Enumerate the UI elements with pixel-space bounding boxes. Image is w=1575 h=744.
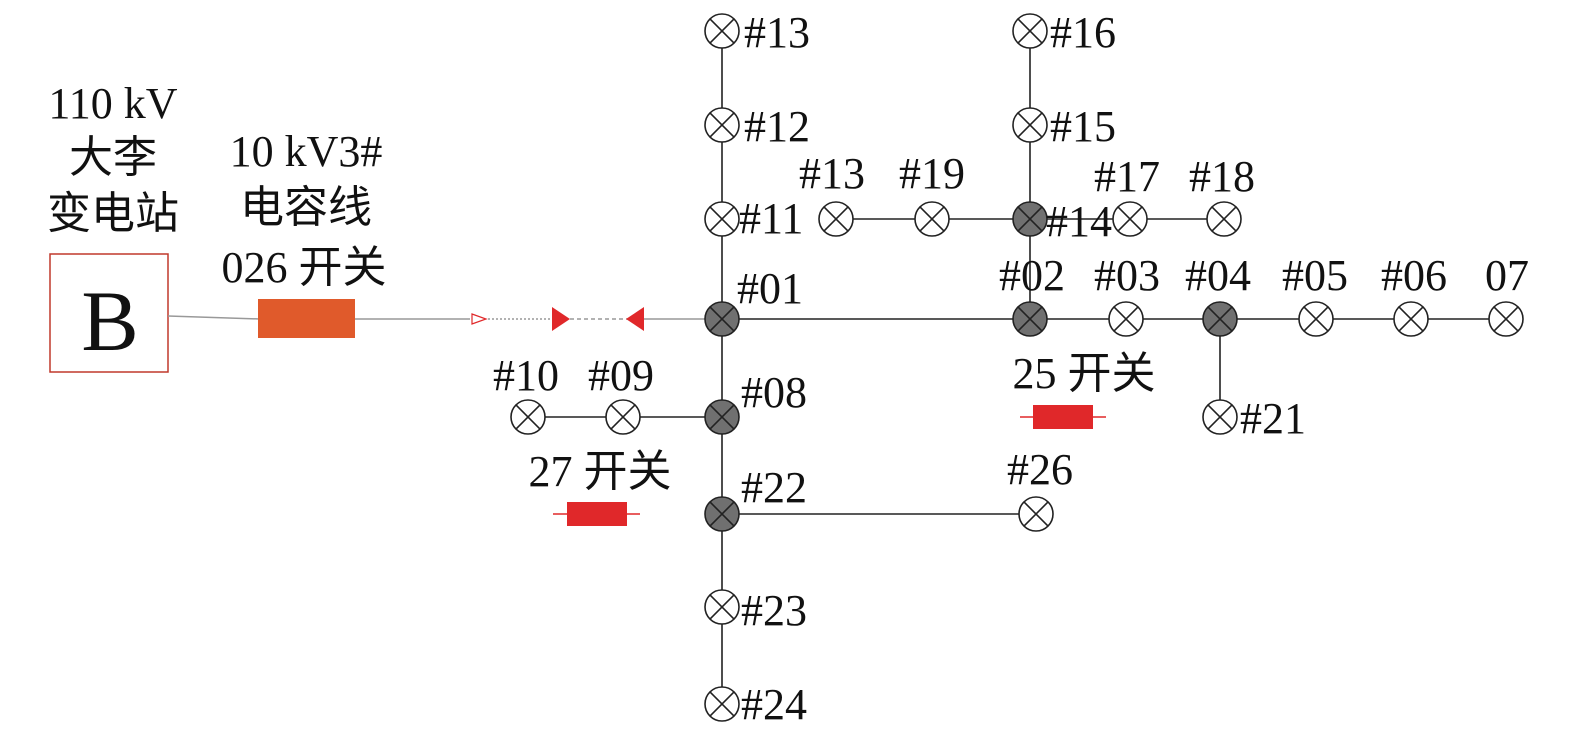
substation-label-line3: 变电站 <box>47 189 179 238</box>
node-cross-icon <box>709 594 735 620</box>
node-cross-icon <box>515 404 541 430</box>
feeder-arrow-left-icon <box>626 307 644 331</box>
node-n22[interactable]: #22 <box>704 463 807 532</box>
node-cross-icon <box>823 206 849 232</box>
node-n09[interactable]: #09 <box>588 351 654 435</box>
node-label: #08 <box>741 368 807 417</box>
node-label: #16 <box>1050 8 1116 57</box>
node-cross-icon <box>709 112 735 138</box>
node-n18[interactable]: #18 <box>1189 152 1255 237</box>
node-n17[interactable]: #17 <box>1094 152 1160 237</box>
substation-letter: B <box>81 273 138 369</box>
breaker-026[interactable] <box>258 299 355 338</box>
node-n23[interactable]: #23 <box>704 586 807 635</box>
node-label: #13 <box>799 149 865 198</box>
node-n03[interactable]: #03 <box>1094 251 1160 337</box>
node-label: #23 <box>741 586 807 635</box>
node-n24[interactable]: #24 <box>704 680 807 729</box>
feeder-arrow-open-icon <box>471 313 488 325</box>
node-n07[interactable]: 07 <box>1485 251 1529 337</box>
node-n14[interactable]: #14 <box>1012 197 1112 246</box>
node-cross-icon <box>1117 206 1143 232</box>
substation-symbol[interactable]: B <box>49 253 169 373</box>
node-label: #24 <box>741 680 807 729</box>
node-cross-icon <box>709 306 735 332</box>
node-cross-icon <box>1017 206 1043 232</box>
node-n26[interactable]: #26 <box>1007 445 1073 532</box>
switch-25[interactable] <box>1020 405 1106 429</box>
node-n10[interactable]: #10 <box>493 351 559 435</box>
network-nodes: #13#12#11#01#08#22#23#24#10#09#26#16#15#… <box>493 8 1529 729</box>
node-label: #03 <box>1094 251 1160 300</box>
feeder-label-line2: 电容线 <box>240 183 372 232</box>
node-label: #06 <box>1381 251 1447 300</box>
node-n05[interactable]: #05 <box>1282 251 1348 337</box>
node-cross-icon <box>709 18 735 44</box>
switch-25-body <box>1033 405 1093 429</box>
switch-27-label: 27 开关 <box>529 447 672 496</box>
substation-box <box>49 253 169 373</box>
node-cross-icon <box>1017 112 1043 138</box>
node-cross-icon <box>709 206 735 232</box>
node-label: #05 <box>1282 251 1348 300</box>
node-n13b[interactable]: #13 <box>799 149 865 237</box>
node-n06[interactable]: #06 <box>1381 251 1447 337</box>
node-label: #22 <box>741 463 807 512</box>
node-cross-icon <box>1017 306 1043 332</box>
node-cross-icon <box>610 404 636 430</box>
node-cross-icon <box>1113 306 1139 332</box>
node-n01[interactable]: #01 <box>704 264 803 337</box>
node-n12[interactable]: #12 <box>704 102 810 151</box>
node-label: #02 <box>999 251 1065 300</box>
node-label: #17 <box>1094 152 1160 201</box>
node-label: #14 <box>1046 197 1112 246</box>
node-label: #19 <box>899 149 965 198</box>
node-n04[interactable]: #04 <box>1185 251 1251 337</box>
node-cross-icon <box>1211 206 1237 232</box>
node-cross-icon <box>709 404 735 430</box>
node-cross-icon <box>1017 18 1043 44</box>
node-cross-icon <box>1207 306 1233 332</box>
node-label: #04 <box>1185 251 1251 300</box>
node-label: #15 <box>1050 102 1116 151</box>
node-cross-icon <box>709 691 735 717</box>
node-label: #01 <box>737 264 803 313</box>
node-n13[interactable]: #13 <box>704 8 810 57</box>
substation-label-line2: 大李 <box>69 133 157 182</box>
node-cross-icon <box>1303 306 1329 332</box>
feeder-label-line3: 026 开关 <box>222 243 387 292</box>
node-n08[interactable]: #08 <box>704 368 807 435</box>
switch-25-label: 25 开关 <box>1013 349 1156 398</box>
node-label: #12 <box>744 102 810 151</box>
switch-27[interactable] <box>553 502 640 526</box>
node-cross-icon <box>709 501 735 527</box>
node-n02[interactable]: #02 <box>999 251 1065 337</box>
feeder-line <box>167 299 706 338</box>
node-label: #11 <box>739 194 803 243</box>
feeder-label-line1: 10 kV3# <box>230 127 383 176</box>
node-label: #18 <box>1189 152 1255 201</box>
substation-label-line1: 110 kV <box>48 79 177 128</box>
feeder-wire-1 <box>167 315 261 320</box>
node-n11[interactable]: #11 <box>704 194 803 243</box>
node-n19[interactable]: #19 <box>899 149 965 237</box>
node-cross-icon <box>1023 501 1049 527</box>
node-cross-icon <box>919 206 945 232</box>
node-cross-icon <box>1207 404 1233 430</box>
node-n21[interactable]: #21 <box>1202 394 1306 443</box>
node-label: #10 <box>493 351 559 400</box>
node-label: 07 <box>1485 251 1529 300</box>
node-n15[interactable]: #15 <box>1012 102 1116 151</box>
node-label: #21 <box>1240 394 1306 443</box>
node-label: #09 <box>588 351 654 400</box>
node-label: #13 <box>744 8 810 57</box>
node-cross-icon <box>1398 306 1424 332</box>
node-label: #26 <box>1007 445 1073 494</box>
switch-27-body <box>567 502 627 526</box>
feeder-arrow-right-icon <box>552 307 570 331</box>
node-n16[interactable]: #16 <box>1012 8 1116 57</box>
node-cross-icon <box>1493 306 1519 332</box>
